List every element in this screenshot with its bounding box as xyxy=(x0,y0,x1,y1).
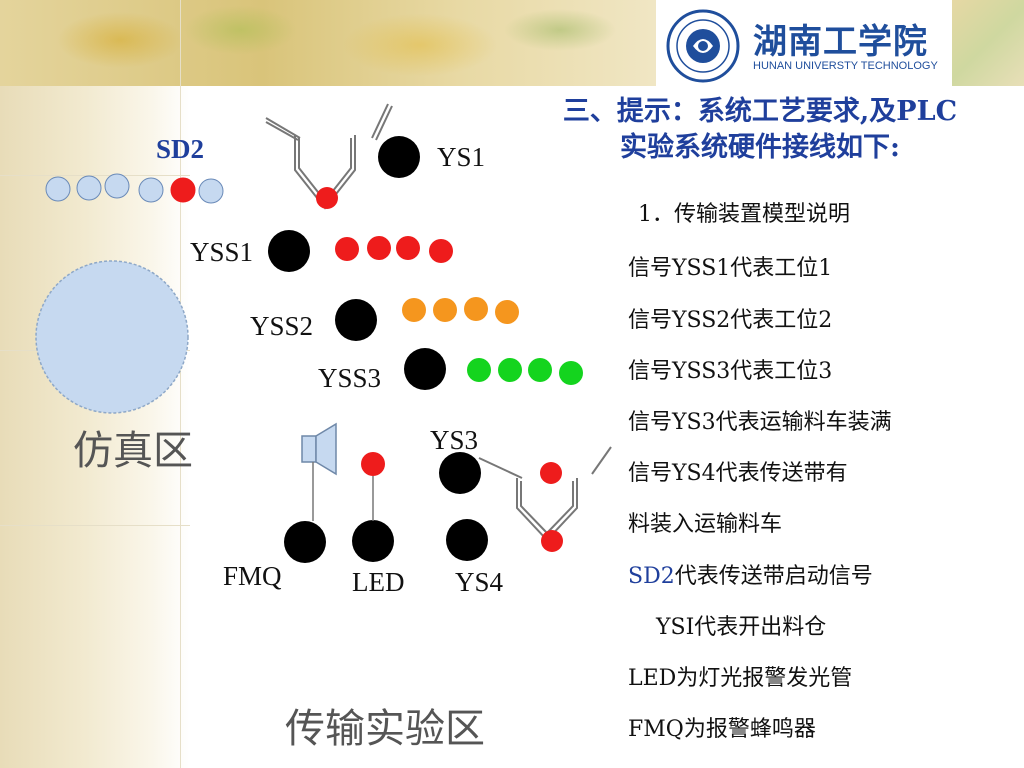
led-light xyxy=(361,452,385,476)
yss3-label: YSS3 xyxy=(318,363,382,393)
info-line: 信号YSS2代表工位2 xyxy=(628,308,833,333)
cart-red-light-top xyxy=(540,462,562,484)
ys1-label: YS1 xyxy=(437,142,486,172)
sd2-light-row xyxy=(45,173,224,204)
led-sensor xyxy=(352,520,394,562)
page-title: 三、提示：系统工艺要求,及PLC 实验系统硬件接线如下: xyxy=(500,94,1020,166)
logo-name-cn: 湖南工学院 xyxy=(753,22,928,62)
background-corner xyxy=(952,0,1024,86)
yss3-sensor xyxy=(404,348,446,390)
fmq-sensor xyxy=(284,521,326,563)
simulation-zone-label: 仿真区 xyxy=(73,428,193,474)
fmq-label: FMQ xyxy=(223,561,282,591)
ys4-label: YS4 xyxy=(455,567,504,597)
ys3-label: YS3 xyxy=(430,425,479,455)
simulation-zone-circle xyxy=(35,260,189,414)
ys3-sensor xyxy=(439,452,481,494)
ys1-sensor xyxy=(378,136,420,178)
yss1-sensor xyxy=(268,230,310,272)
background-gridline xyxy=(0,175,190,176)
background-gridline xyxy=(0,525,190,526)
led-label: LED xyxy=(352,567,405,597)
info-line: 信号YS3代表运输料车装满 xyxy=(628,410,892,435)
info-line: 信号YS4代表传送带有 xyxy=(628,461,848,486)
info-heading: 1．传输装置模型说明 xyxy=(638,202,850,227)
page-title-line2: 实验系统硬件接线如下: xyxy=(620,132,900,163)
info-line: LED为灯光报警发光管 xyxy=(628,666,853,691)
info-line: 料装入运输料车 xyxy=(628,512,783,537)
page-title-line1: 三、提示：系统工艺要求,及PLC xyxy=(562,96,958,127)
cart-red-light-bottom xyxy=(541,530,563,552)
yss2-label: YSS2 xyxy=(250,311,314,341)
sd2-label: SD2 xyxy=(156,134,205,164)
info-line-sd2: SD2代表传送带启动信号 xyxy=(628,558,873,590)
info-line: 信号YSS1代表工位1 xyxy=(628,256,833,281)
background-banner xyxy=(0,0,656,86)
hopper-red-light xyxy=(316,187,338,209)
yss1-light-row xyxy=(335,236,453,263)
yss3-light-row xyxy=(467,358,583,385)
background-gridline xyxy=(180,0,181,768)
yss2-light-row xyxy=(402,297,519,324)
info-line: 信号YSS3代表工位3 xyxy=(628,359,833,384)
school-seal-icon xyxy=(666,9,740,83)
info-line: YSI代表开出料仓 xyxy=(656,615,827,640)
transport-zone-label: 传输实验区 xyxy=(285,706,485,752)
speaker-icon xyxy=(301,422,337,476)
info-sd2-text: 代表传送带启动信号 xyxy=(674,564,873,589)
ys4-sensor xyxy=(446,519,488,561)
info-sd2-prefix: SD2 xyxy=(628,564,675,589)
logo-name-en: HUNAN UNIVERSTY TECHNOLOGY xyxy=(753,60,938,72)
yss2-sensor xyxy=(335,299,377,341)
cart-hopper xyxy=(478,446,612,542)
yss1-label: YSS1 xyxy=(190,237,254,267)
info-line: FMQ为报警蜂鸣器 xyxy=(628,717,816,742)
school-logo: 湖南工学院 HUNAN UNIVERSTY TECHNOLOGY xyxy=(657,6,949,84)
